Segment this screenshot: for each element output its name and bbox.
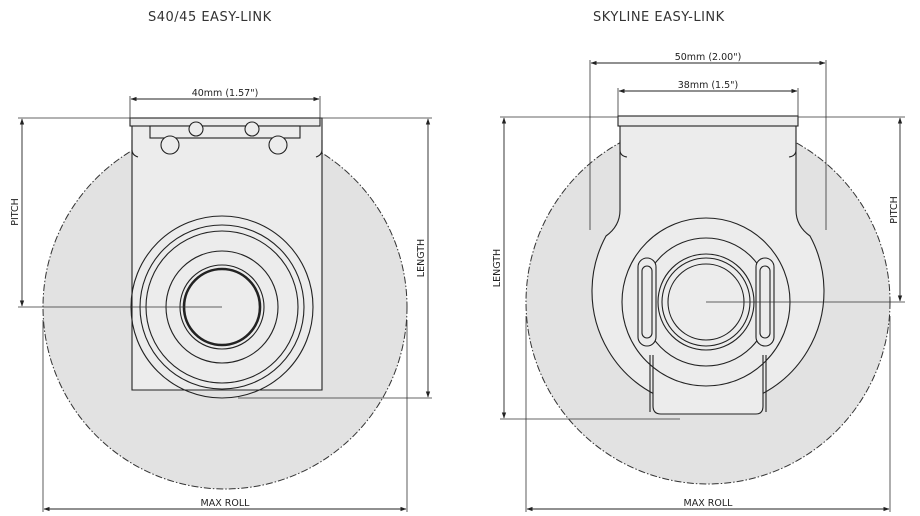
- pin-hole-right: [268, 135, 288, 155]
- top-block: [149, 125, 301, 139]
- bottom-tab: [652, 355, 764, 415]
- skyline-drawing: 50mm (2.00") 38mm (1.5") PITCH LENGTH MA…: [492, 52, 905, 512]
- plate-corner-left: [131, 140, 139, 158]
- top-flange: [617, 115, 799, 127]
- body-corner-right: [788, 140, 797, 158]
- s40-45-drawing: 40mm (1.57") PITCH LENGTH MAX ROLL: [10, 88, 432, 512]
- plate-corner-right: [315, 140, 323, 158]
- max-roll-label: MAX ROLL: [684, 498, 734, 509]
- pin-hole-left: [160, 135, 180, 155]
- slot-left-inner: [641, 265, 653, 339]
- pin-top-left: [188, 121, 204, 137]
- outer-width-label: 50mm (2.00"): [675, 52, 742, 63]
- body-corner-left: [619, 140, 628, 158]
- length-label: LENGTH: [416, 239, 427, 277]
- inner-width-label: 38mm (1.5"): [678, 80, 739, 91]
- top-flange: [129, 117, 321, 127]
- skyline-easy-link-title: SKYLINE EASY-LINK: [593, 10, 725, 25]
- max-roll-label: MAX ROLL: [201, 498, 251, 509]
- pitch-label: PITCH: [10, 198, 21, 226]
- slot-left-outer: [637, 257, 657, 347]
- s40-45-easy-link-title: S40/45 EASY-LINK: [148, 10, 272, 25]
- pitch-label: PITCH: [889, 196, 900, 224]
- pin-top-right: [244, 121, 260, 137]
- width-label: 40mm (1.57"): [192, 88, 259, 99]
- length-label: LENGTH: [492, 249, 503, 287]
